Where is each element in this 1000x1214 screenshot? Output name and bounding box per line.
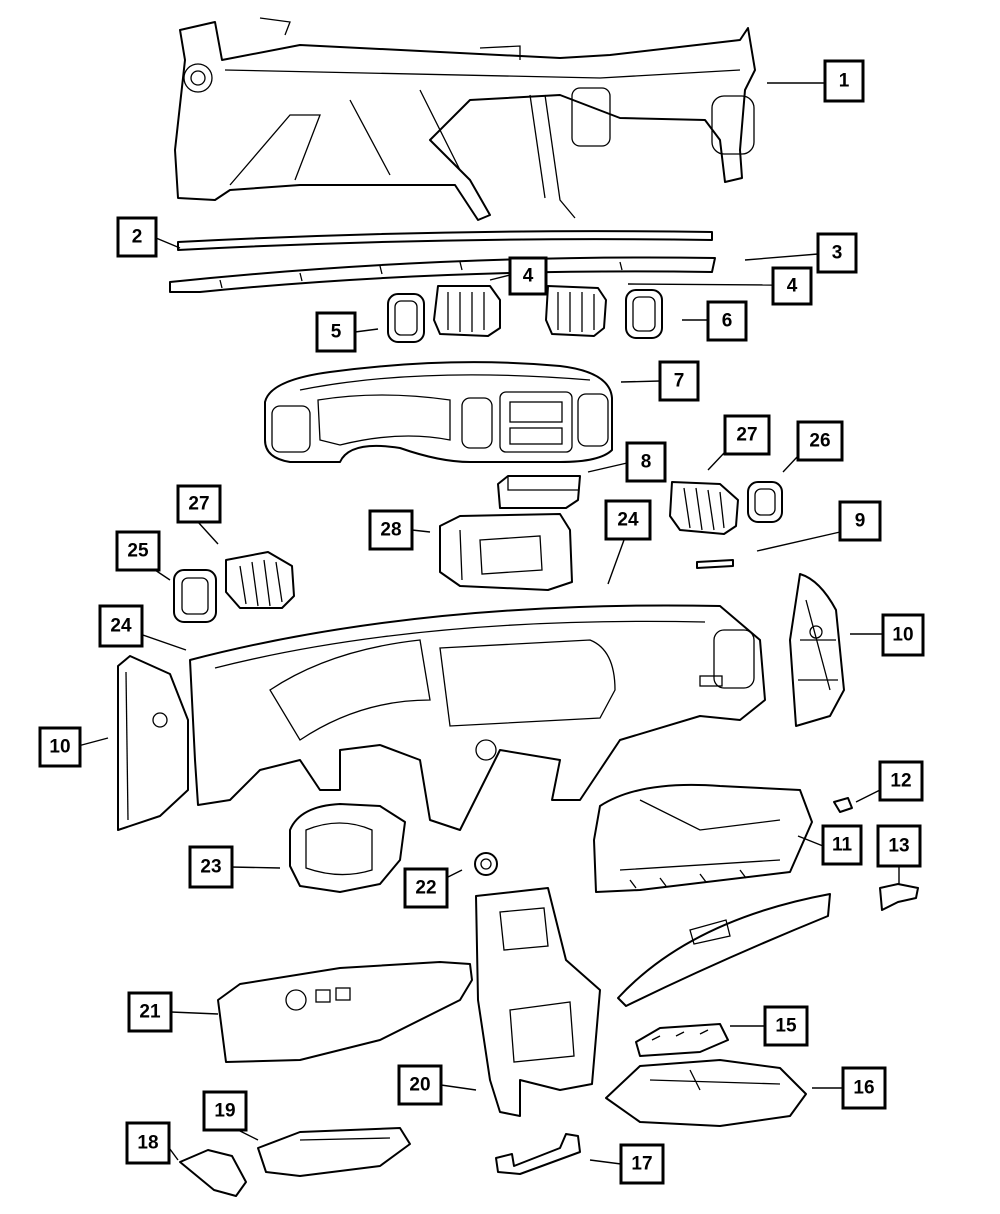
part-glove-box-door [617,893,831,1007]
callout-25: 25 [115,530,161,572]
callout-21: 21 [127,991,173,1033]
part-column-cover [289,803,406,893]
callout-3: 3 [816,232,858,274]
part-end-cap-left [117,655,189,831]
part-switch-bank [635,1023,729,1057]
callout-19: 19 [202,1090,248,1132]
svg-text:6: 6 [722,311,733,332]
callout-27-left: 27 [176,484,222,524]
svg-text:13: 13 [888,836,909,857]
svg-text:26: 26 [809,431,830,452]
part-center-support-bracket [475,887,601,1117]
svg-text:27: 27 [736,425,757,446]
part-air-outlet-side-right [669,481,739,535]
part-lower-trim-bin [605,1059,807,1127]
svg-text:8: 8 [641,452,652,473]
svg-text:5: 5 [331,322,342,343]
part-upper-trim-rail [169,256,716,293]
part-air-outlet-right [545,285,607,337]
svg-text:24: 24 [110,616,132,637]
part-reinforcement-bracket [495,1133,581,1175]
svg-text:20: 20 [409,1075,430,1096]
part-grommet [474,852,498,876]
callout-7: 7 [658,360,700,402]
part-outlet-bezel-right [625,289,663,339]
svg-text:1: 1 [839,71,850,92]
callout-6: 6 [706,300,748,342]
callout-4b: 4 [771,266,813,306]
callout-16: 16 [841,1066,887,1110]
svg-text:19: 19 [214,1101,235,1122]
part-small-clip [833,797,853,813]
part-small-trim-piece [179,1149,247,1197]
part-glove-box-bin [593,783,813,893]
svg-text:21: 21 [139,1002,161,1023]
part-instrument-panel [189,604,766,831]
callout-5: 5 [315,311,357,353]
callout-4a: 4 [508,256,548,296]
part-module-bracket [439,513,573,591]
svg-text:11: 11 [832,835,853,856]
part-outlet-bezel-side-left [173,569,217,623]
callout-22: 22 [403,867,449,909]
callout-1: 1 [823,59,865,103]
svg-text:22: 22 [415,878,436,899]
part-outlet-bezel-side-right [747,481,783,523]
svg-text:3: 3 [832,243,843,264]
callout-20: 20 [397,1064,443,1106]
svg-text:23: 23 [200,857,221,878]
part-air-outlet-side-left [225,551,295,609]
callout-10-left: 10 [38,726,82,768]
callout-9: 9 [838,500,882,542]
part-defroster-strip [177,230,713,251]
part-knee-bolster [217,961,473,1063]
callout-15: 15 [763,1005,809,1047]
svg-text:9: 9 [855,511,866,532]
part-cross-car-beam [174,17,756,221]
part-storage-bin [497,475,581,509]
svg-text:15: 15 [775,1016,797,1037]
svg-text:10: 10 [892,625,913,646]
callout-18: 18 [125,1121,171,1165]
part-clip [696,559,734,569]
part-lower-silencer [257,1127,411,1177]
callout-10-right: 10 [881,613,925,657]
part-air-outlet-left [433,285,501,337]
callout-12: 12 [878,760,924,802]
part-outlet-bezel-left [387,293,425,343]
svg-text:17: 17 [631,1154,652,1175]
callout-13: 13 [876,824,922,868]
svg-text:28: 28 [380,520,401,541]
part-end-cap-right [789,573,845,727]
callout-23: 23 [188,845,234,889]
callout-2: 2 [116,216,158,258]
svg-text:27: 27 [188,494,209,515]
callout-28: 28 [368,509,414,551]
part-latch [879,883,919,911]
part-cluster-bezel [264,361,613,463]
svg-text:10: 10 [49,737,70,758]
svg-text:4: 4 [787,276,798,297]
callout-11: 11 [821,824,863,866]
svg-text:2: 2 [132,227,143,248]
svg-text:25: 25 [127,541,149,562]
svg-text:18: 18 [137,1133,158,1154]
svg-text:16: 16 [853,1078,874,1099]
callout-24-left: 24 [98,604,144,648]
svg-text:12: 12 [890,771,911,792]
callout-24-right: 24 [604,499,652,541]
svg-text:24: 24 [617,510,639,531]
callout-26: 26 [796,420,844,462]
callout-8: 8 [625,441,667,483]
svg-text:7: 7 [674,371,685,392]
callout-27-right: 27 [723,414,771,456]
svg-text:4: 4 [523,266,534,287]
callout-17: 17 [619,1143,665,1185]
